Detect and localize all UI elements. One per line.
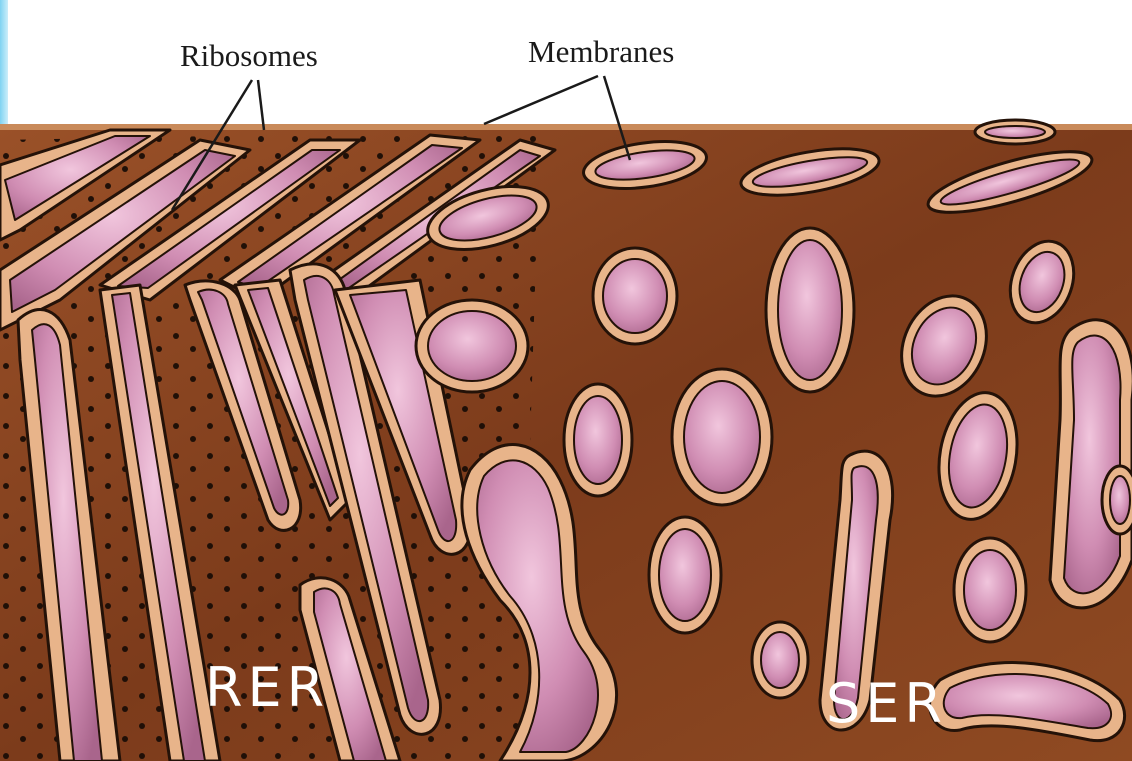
membranes-pointer-left	[484, 76, 598, 124]
ser-vesicle-8-lumen	[574, 396, 622, 484]
ser-vesicle-7-lumen	[603, 259, 667, 333]
ser-vesicle-17-lumen	[1110, 476, 1130, 524]
membranes-label: Membranes	[528, 34, 674, 69]
ser-vesicle-1-lumen	[428, 311, 516, 381]
ser-vesicle-6-lumen	[985, 126, 1045, 138]
ser-vesicle-16-lumen	[964, 550, 1016, 630]
ribosomes-label: Ribosomes	[180, 38, 318, 73]
ribosomes-pointer-right	[258, 80, 264, 130]
ser-vesicle-12-lumen	[778, 240, 842, 380]
ser-vesicle-10-lumen	[659, 529, 711, 621]
ser-vesicle-9-lumen	[684, 381, 760, 493]
ser-tube-c-lumen	[1064, 335, 1121, 593]
ser-label: SER	[826, 672, 947, 735]
ser-vesicle-11-lumen	[761, 632, 799, 688]
rer-label: RER	[205, 656, 329, 719]
